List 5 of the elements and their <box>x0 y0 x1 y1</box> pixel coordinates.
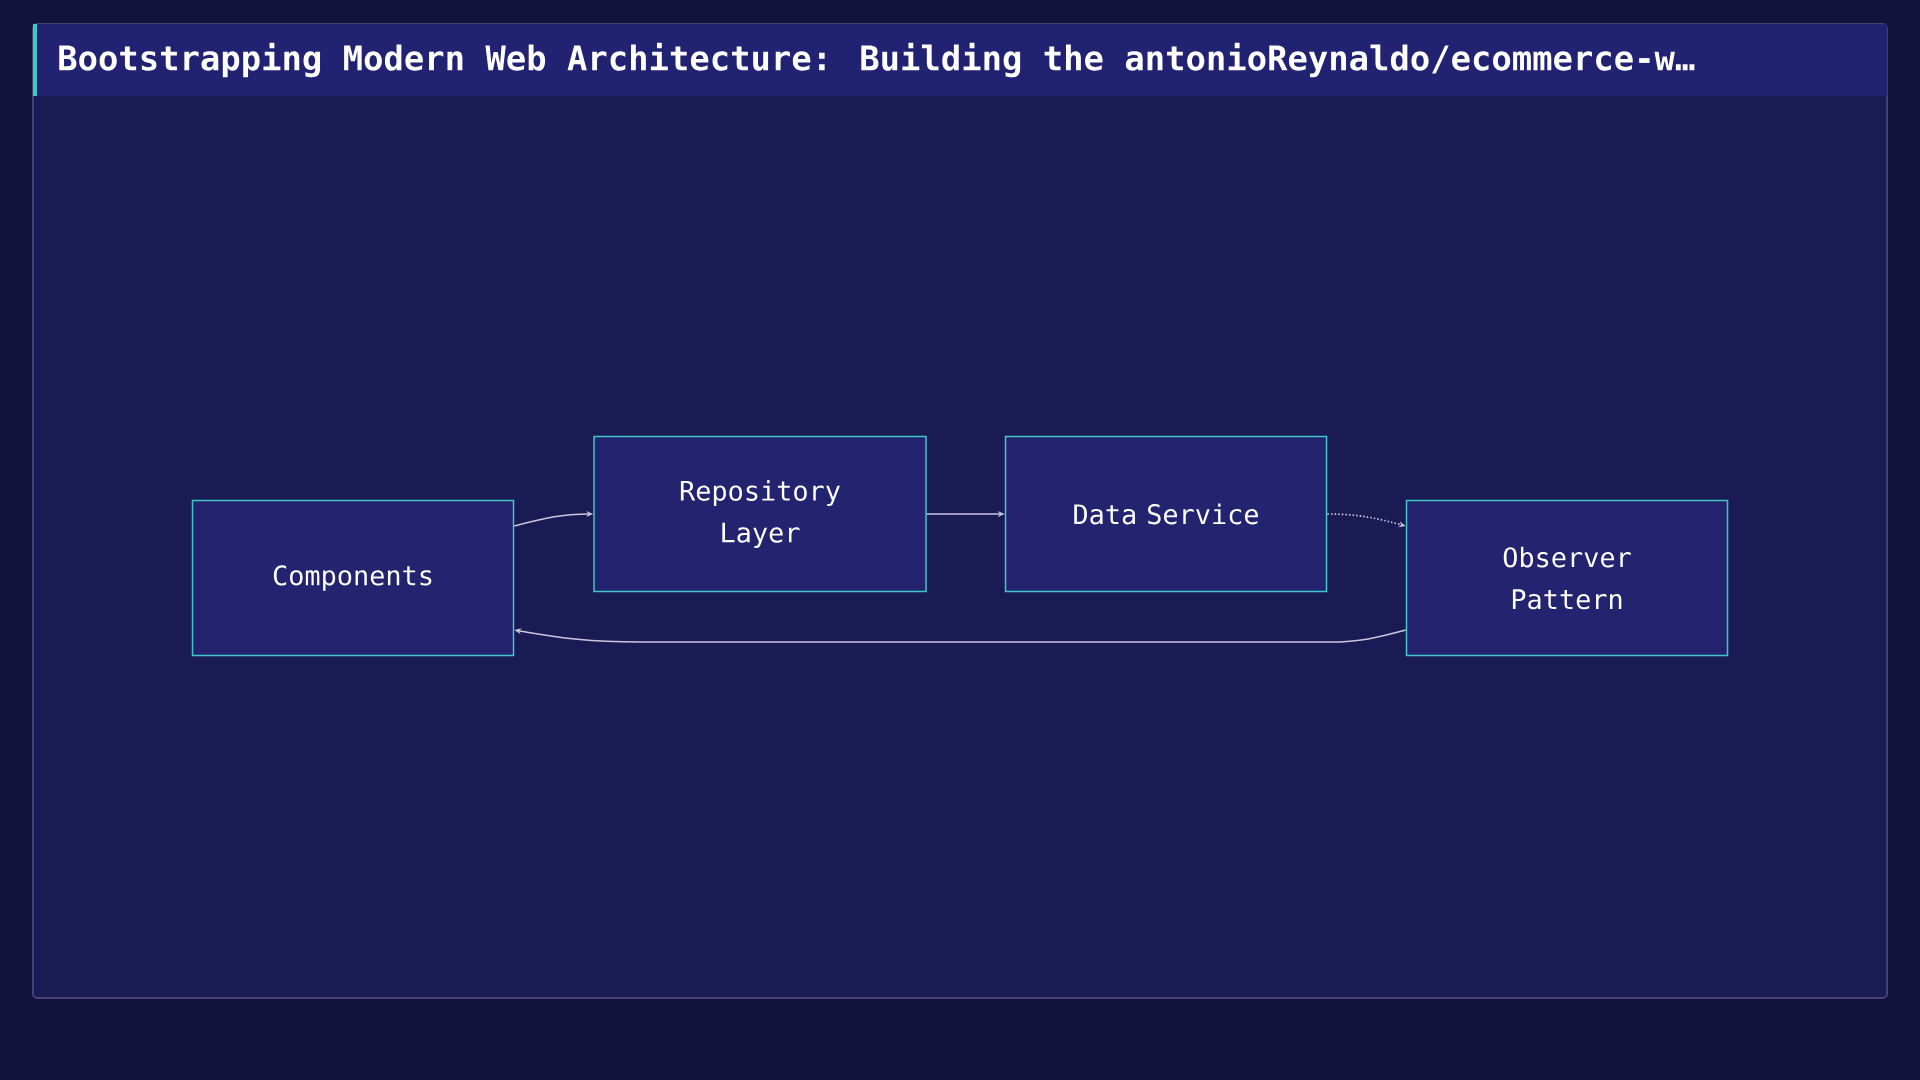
title-bar: Bootstrapping Modern Web Architecture: Building the antonioReynaldo/ecommerce-w… <box>33 24 1887 96</box>
process-box: Observer Pattern <box>1405 499 1729 657</box>
process-box: Repository Layer <box>593 435 927 593</box>
process-box: Components <box>191 499 515 657</box>
process-box: Data Service <box>1004 435 1328 593</box>
